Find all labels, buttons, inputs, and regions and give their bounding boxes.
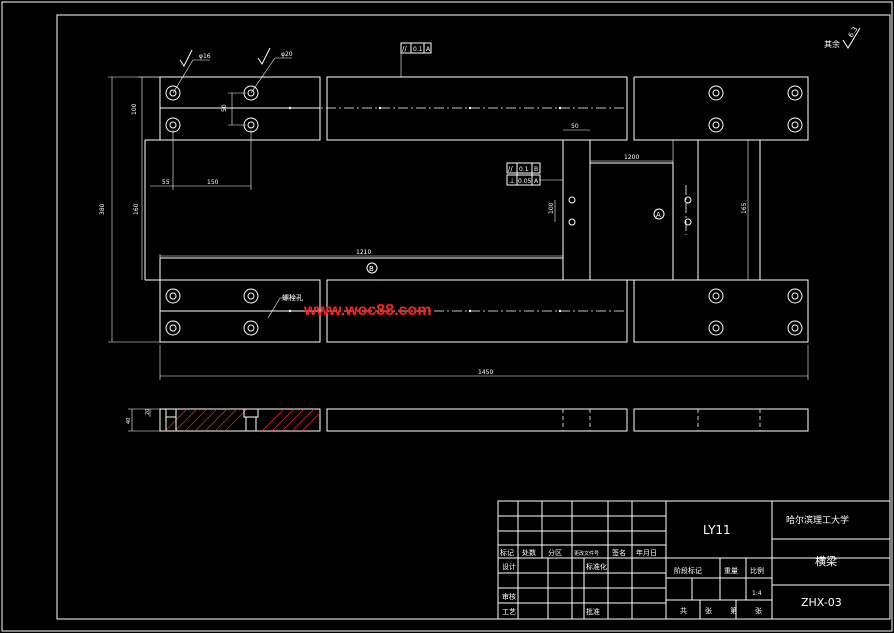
svg-text:分区: 分区 xyxy=(548,548,562,557)
roughness-note: 其余 xyxy=(824,39,840,49)
svg-text:标准化: 标准化 xyxy=(586,562,607,571)
svg-text:55: 55 xyxy=(162,179,170,186)
svg-text:签名: 签名 xyxy=(612,548,626,557)
svg-text:20: 20 xyxy=(145,409,151,415)
datum-markers: B A xyxy=(366,208,665,274)
tolerance-mid: // 0.1 B ⊥ 0.05 A xyxy=(506,162,563,186)
watermark-text: www.woc88.com xyxy=(303,302,431,319)
tolerance-top: // 0.1 A xyxy=(400,42,432,77)
svg-text:张: 张 xyxy=(705,606,712,615)
drawing-number: ZHX-03 xyxy=(801,596,842,609)
svg-text:1200: 1200 xyxy=(624,154,639,161)
svg-text:第: 第 xyxy=(730,606,737,615)
svg-text:0.1: 0.1 xyxy=(413,46,423,53)
title-block: LY11 哈尔滨理工大学 横梁 ZHX-03 1:4 标记 处数 分区 更改文件… xyxy=(497,500,891,620)
svg-text:批准: 批准 xyxy=(586,607,600,616)
dimensions: 380 100 160 50 55 150 1210 1450 50 1200 … xyxy=(99,76,809,380)
svg-text:B: B xyxy=(369,265,374,273)
svg-text:165: 165 xyxy=(741,202,748,214)
svg-text:50: 50 xyxy=(571,123,579,130)
svg-text:比例: 比例 xyxy=(750,566,764,575)
svg-text:处数: 处数 xyxy=(522,548,536,557)
inner-border xyxy=(56,14,891,620)
support-column xyxy=(562,139,674,281)
scale-value: 1:4 xyxy=(752,590,762,597)
svg-text:B: B xyxy=(534,166,538,173)
bolt-holes xyxy=(165,85,803,336)
left-block xyxy=(159,76,321,343)
svg-text://: // xyxy=(402,45,407,53)
svg-text:A: A xyxy=(534,178,539,185)
svg-text:160: 160 xyxy=(133,203,140,215)
svg-text:年月日: 年月日 xyxy=(636,548,657,557)
section-view: 40 20 xyxy=(126,408,809,432)
frame-lines xyxy=(144,139,563,281)
roughness-value: 6.3 xyxy=(847,25,859,39)
svg-text:100: 100 xyxy=(131,103,138,115)
svg-text:张: 张 xyxy=(755,606,762,615)
svg-text:A: A xyxy=(426,46,431,53)
svg-text:150: 150 xyxy=(207,179,219,186)
school-name: 哈尔滨理工大学 xyxy=(786,514,849,526)
svg-text:更改文件号: 更改文件号 xyxy=(574,550,599,557)
svg-text:1210: 1210 xyxy=(356,249,371,256)
svg-text:设计: 设计 xyxy=(502,562,516,571)
roughness-symbol: 6.3 其余 xyxy=(824,25,861,49)
svg-text:1450: 1450 xyxy=(478,369,493,376)
hole2-label: φ20 xyxy=(281,51,293,58)
svg-text:A: A xyxy=(656,211,661,219)
svg-text:380: 380 xyxy=(99,203,106,215)
svg-text://: // xyxy=(508,165,513,173)
center-lines xyxy=(200,107,687,312)
svg-text:阶段标记: 阶段标记 xyxy=(674,566,702,575)
svg-text:0.05: 0.05 xyxy=(518,178,532,185)
svg-text:50: 50 xyxy=(221,104,228,112)
material-label: LY11 xyxy=(703,523,731,537)
svg-text:40: 40 xyxy=(126,418,132,424)
bolt-hole-callout: 螺栓孔 xyxy=(282,293,303,302)
part-name: 横梁 xyxy=(815,554,837,568)
svg-text:共: 共 xyxy=(680,606,687,615)
svg-text:标记: 标记 xyxy=(500,548,514,557)
svg-text:0.1: 0.1 xyxy=(519,166,529,173)
hole1-label: φ16 xyxy=(199,53,211,60)
hole-callouts: φ16 φ20 螺栓孔 xyxy=(172,47,303,319)
svg-text:100: 100 xyxy=(548,202,555,214)
right-block xyxy=(633,76,809,343)
svg-text:⊥: ⊥ xyxy=(509,177,515,185)
svg-text:工艺: 工艺 xyxy=(502,608,516,616)
svg-text:重量: 重量 xyxy=(724,567,738,575)
svg-text:审核: 审核 xyxy=(502,592,516,601)
